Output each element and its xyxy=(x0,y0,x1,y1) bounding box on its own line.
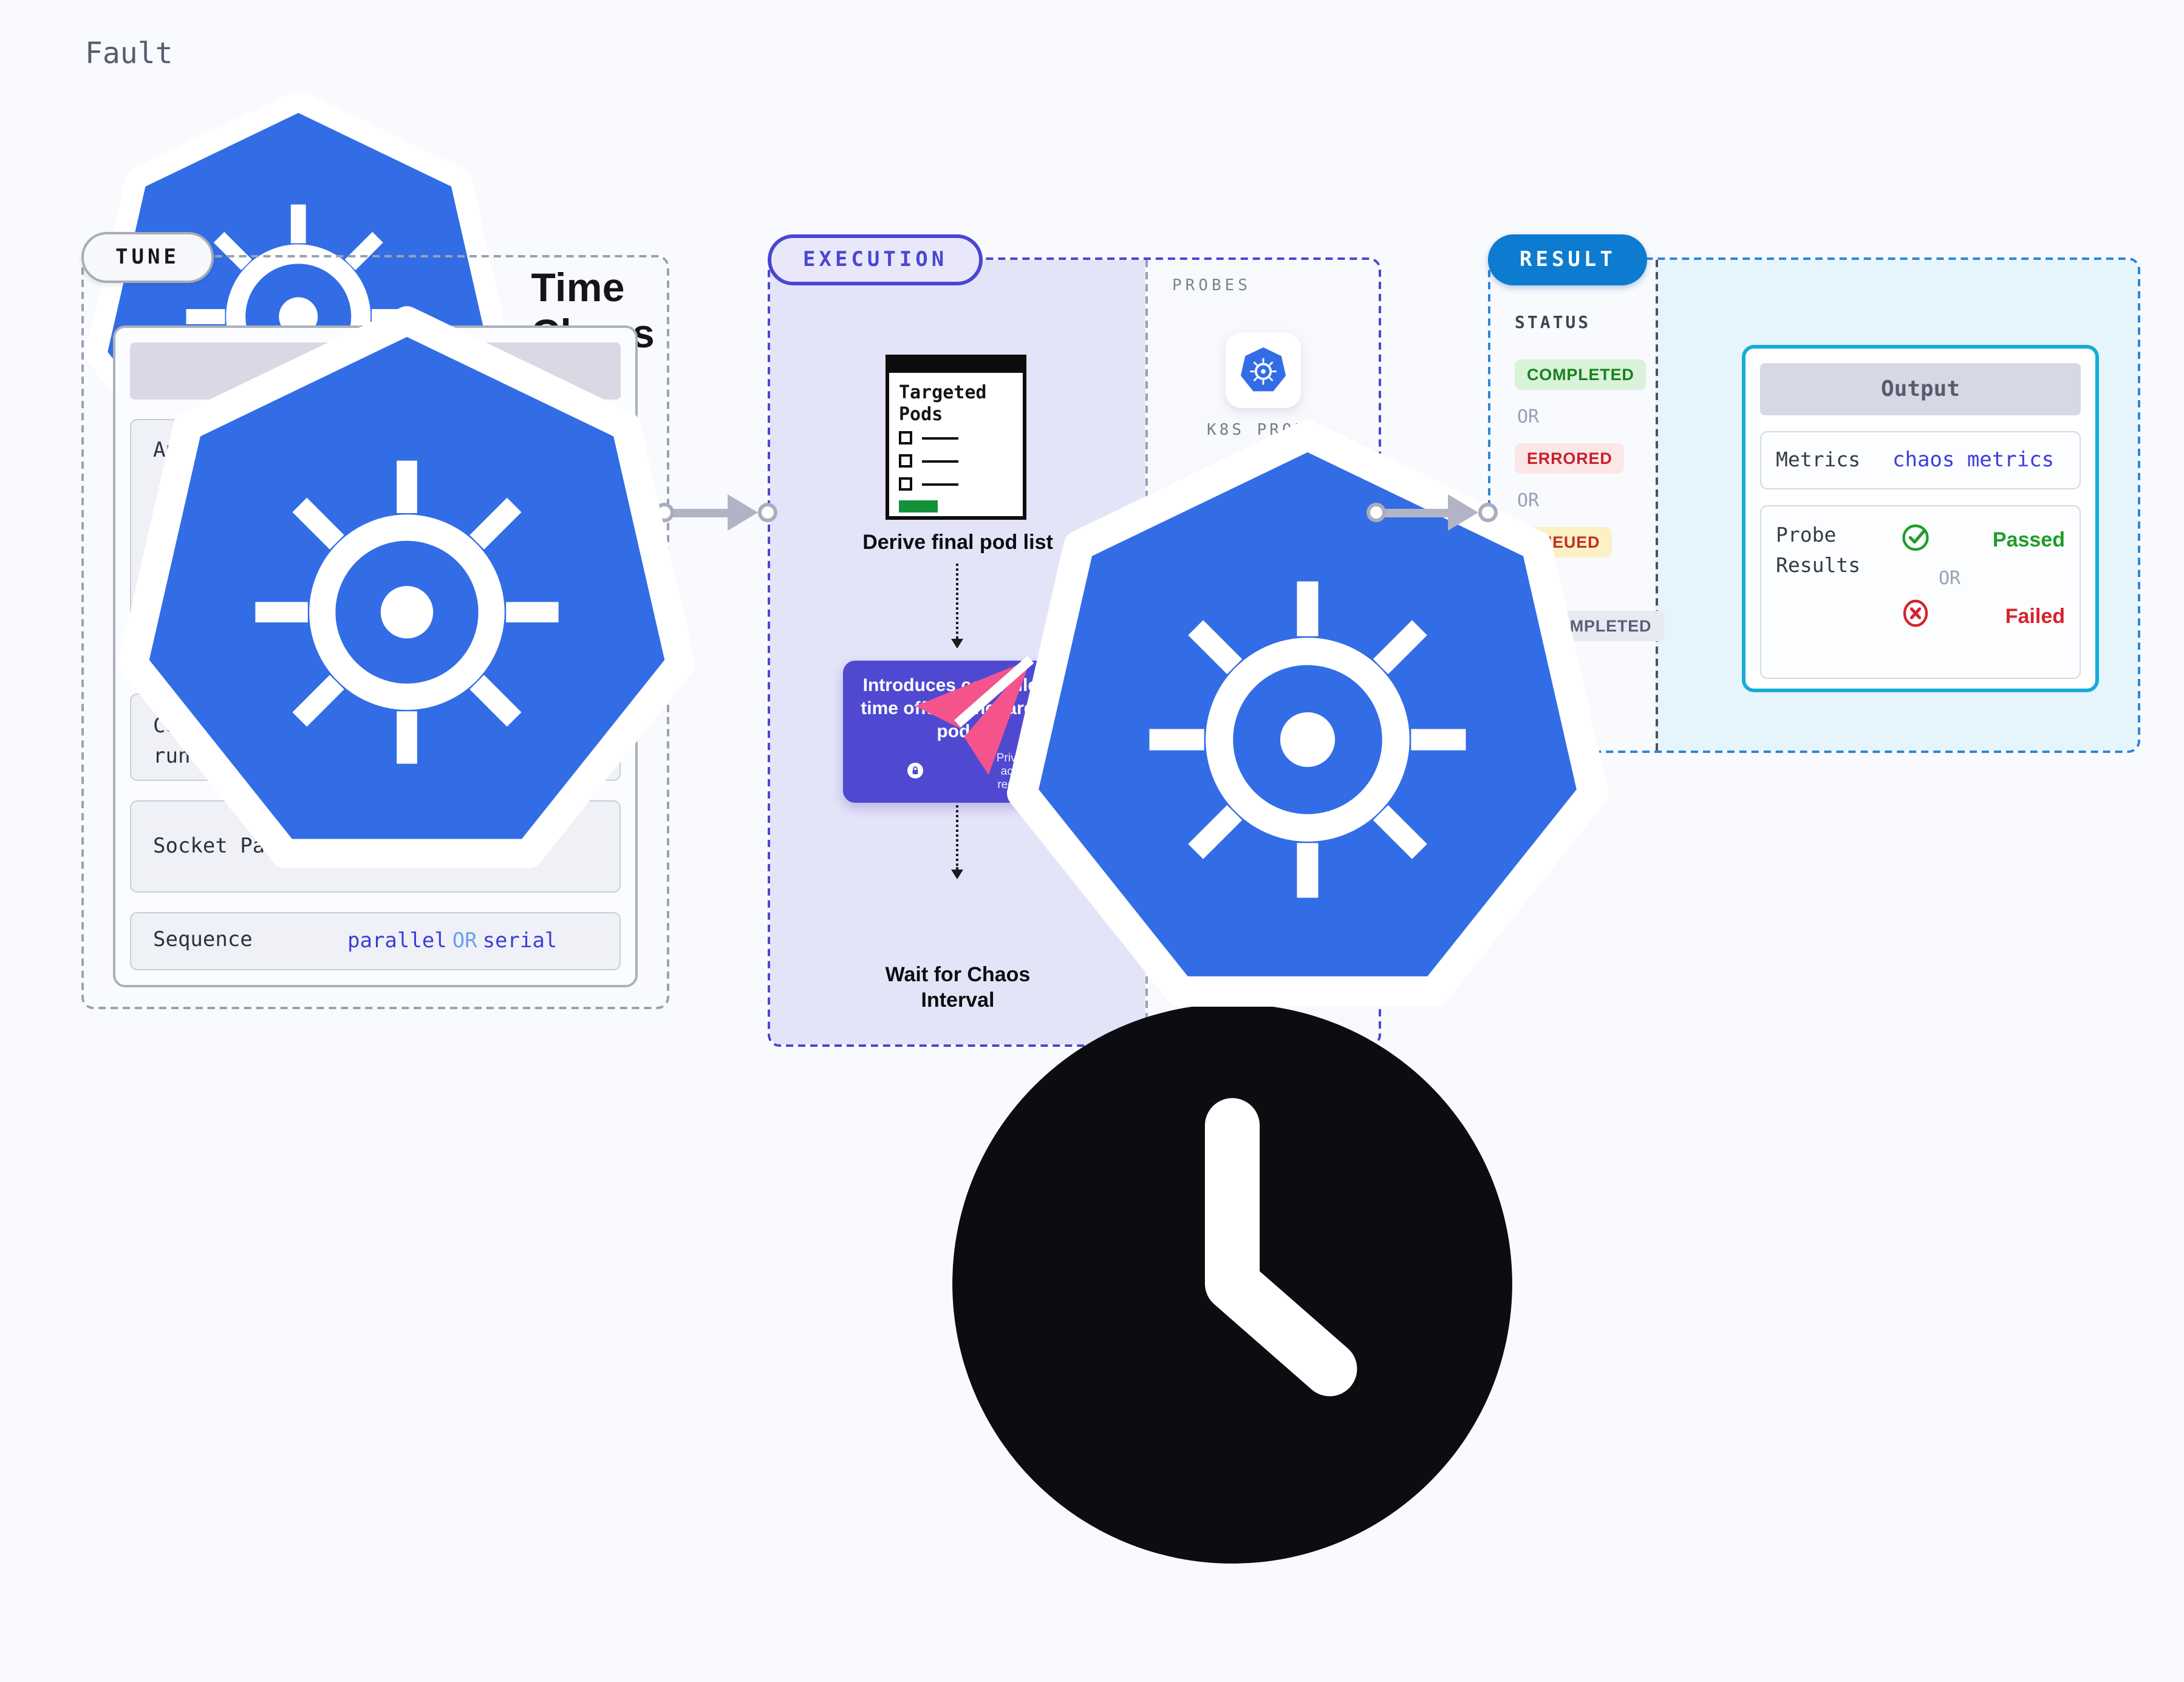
probe-k8s: K8S PROBE xyxy=(1207,333,1320,443)
output-title: Output xyxy=(1760,363,2081,415)
chaos-spark-icon xyxy=(860,646,1086,788)
probe-results-label: Probe Results xyxy=(1776,523,1861,577)
tune-pill: TUNE xyxy=(81,232,214,283)
pod-checkbox-row xyxy=(899,451,1013,471)
or-text: OR xyxy=(1517,489,1540,511)
link-serial[interactable]: serial xyxy=(482,929,558,954)
checkbox-icon xyxy=(899,431,912,444)
execution-panel: PROBES K8S PROBE PROMETHEUS PROBE xyxy=(768,234,1608,1564)
passed-text: Passed xyxy=(1992,528,2065,551)
wait-interval-label: Wait for Chaos Interval xyxy=(885,963,1031,1012)
link-parallel[interactable]: parallel xyxy=(347,929,447,954)
lock-icon xyxy=(855,762,974,781)
result-divider xyxy=(1656,260,1658,751)
checkbox-icon xyxy=(899,454,912,468)
sequence-row: Sequence parallel OR serial xyxy=(130,912,621,970)
or-text: OR xyxy=(1517,406,1540,427)
kubernetes-icon xyxy=(115,226,698,975)
fault-eyebrow: Fault xyxy=(85,36,173,70)
flow-connector-down xyxy=(951,792,963,879)
execution-pill: EXECUTION xyxy=(768,234,983,285)
check-circle-icon xyxy=(1900,521,1983,559)
status-badge-completed: COMPLETED xyxy=(1515,359,1647,390)
checkbox-icon xyxy=(899,477,912,491)
output-card: Output Metrics chaos metrics Probe Resul… xyxy=(1742,345,2099,692)
sequence-label: Sequence xyxy=(153,928,253,953)
result-panel: RESULT STATUS COMPLETED OR ERRORED OR QU… xyxy=(1488,234,2140,753)
flow-connector-down xyxy=(951,564,963,649)
pod-checkbox-row xyxy=(899,474,1013,494)
x-circle-icon xyxy=(1900,598,1996,635)
result-pill: RESULT xyxy=(1488,234,1648,285)
kubernetes-icon xyxy=(1003,335,1612,1120)
window-titlebar xyxy=(886,355,1026,373)
derive-pod-list-label: Derive final pod list xyxy=(862,531,1053,554)
tune-panel: TUNE User Inputs App Details REQUIRED of… xyxy=(81,232,695,1009)
metrics-row: Metrics chaos metrics xyxy=(1760,431,2081,489)
progress-bar xyxy=(899,500,938,512)
probes-title: PROBES xyxy=(1172,277,1251,295)
link-chaos-metrics[interactable]: chaos metrics xyxy=(1892,448,2055,472)
kubernetes-icon xyxy=(1238,344,1289,396)
probe-results-row: Probe Results Passed OR Failed xyxy=(1760,505,2081,679)
targeted-pods-title: Targeted Pods xyxy=(899,381,987,425)
or-text: OR xyxy=(452,929,477,954)
status-badge-errored: ERRORED xyxy=(1515,443,1625,474)
or-text: OR xyxy=(1939,567,1961,589)
metrics-label: Metrics xyxy=(1776,448,1861,471)
failed-text: Failed xyxy=(2005,604,2065,627)
pod-checkbox-row xyxy=(899,427,1013,448)
status-title: STATUS xyxy=(1515,313,1591,333)
targeted-pods-window: Targeted Pods xyxy=(886,355,1026,520)
